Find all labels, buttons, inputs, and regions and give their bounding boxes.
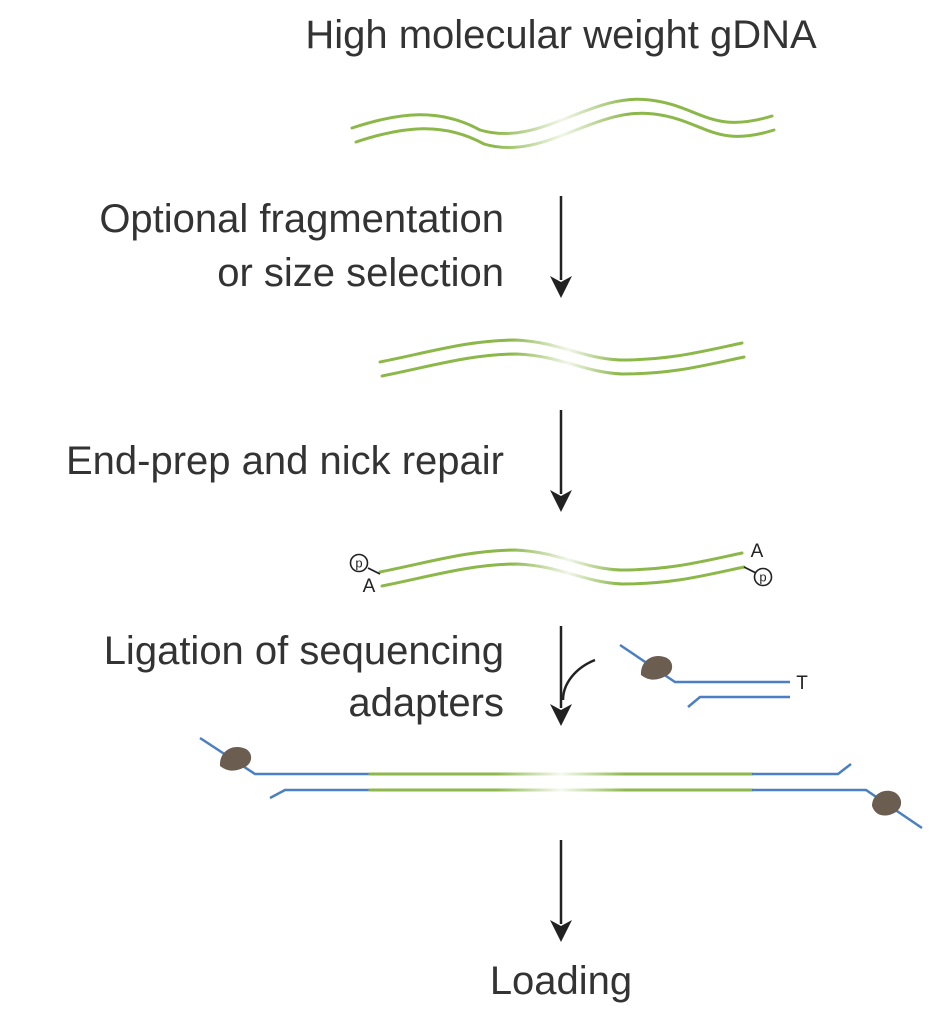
phosphate-label-left: p [355, 556, 362, 571]
step-label-fragmentation: Optional fragmentation [99, 197, 504, 241]
right-dna-end: p A [743, 541, 773, 587]
step-arrow-ligation [550, 626, 596, 726]
t-overhang-label: T [796, 673, 808, 694]
motor-protein-icon-right [872, 790, 902, 816]
step-label-ligation: Ligation of sequencing [104, 629, 504, 673]
motor-protein-icon [640, 655, 673, 680]
gdna-long-molecule [350, 97, 776, 150]
final-step-label: Loading [490, 959, 632, 1003]
motor-protein-icon-left [219, 746, 252, 771]
adapter-ligated-library [199, 736, 923, 830]
end-prepped-dna [378, 548, 746, 588]
phosphate-icon-right [753, 567, 773, 587]
phosphate-icon-left [349, 553, 369, 573]
step-arrow-fragmentation [550, 196, 572, 298]
phosphate-label-right: p [759, 570, 766, 585]
a-tail-label-left: A [363, 576, 376, 597]
step-label-end-prep: End-prep and nick repair [66, 439, 504, 483]
diagram-title: High molecular weight gDNA [305, 13, 817, 57]
step-arrow-loading [550, 840, 572, 942]
step-label-ligation-line2: adapters [348, 681, 504, 725]
sequencing-adapter: T [619, 643, 808, 708]
left-dna-end: p A [349, 553, 381, 597]
a-tail-label-right: A [751, 541, 764, 562]
gdna-fragment [378, 338, 746, 378]
step-arrow-end-prep [550, 410, 572, 512]
step-label-fragmentation-line2: or size selection [217, 251, 504, 295]
